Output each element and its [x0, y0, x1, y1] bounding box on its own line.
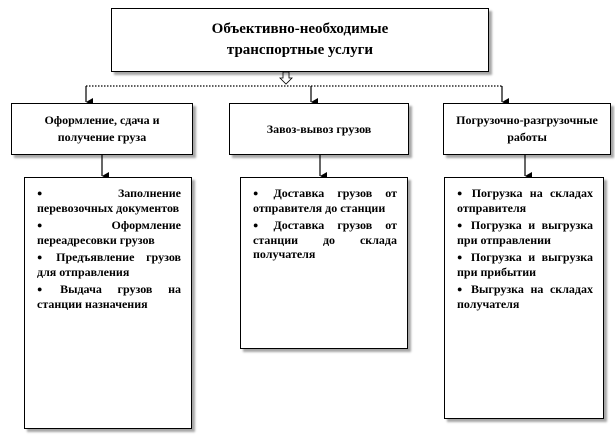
list-item: ●Погрузка и выгрузка при прибытии — [457, 250, 594, 279]
list-node-2: ●Доставка грузов от отправителя до станц… — [240, 177, 408, 349]
root-title-line-1: Объективно-необходимые — [211, 21, 389, 37]
list-item: ●Погрузка и выгрузка при отправлении — [457, 218, 594, 247]
category-node-2: Завоз-вывоз грузов — [229, 103, 409, 155]
list-node-1: ●Заполнение перевозочных документов ●Офо… — [24, 177, 192, 429]
category-node-1: Оформление, сдача и получение груза — [11, 103, 193, 155]
item-list: ●Заполнение перевозочных документов ●Офо… — [37, 186, 181, 311]
bullet-icon: ● — [37, 188, 113, 198]
list-item: ●Доставка грузов от станции до склада по… — [253, 218, 397, 261]
list-item: ●Выгрузка на складах получателя — [457, 282, 594, 311]
list-item: ●Доставка грузов от отправителя до станц… — [253, 186, 397, 215]
list-item: ●Погрузка на складах отправителя — [457, 186, 593, 215]
root-title-line-2: транспортные услуги — [226, 42, 374, 58]
item-list: ●Погрузка на складах отправителя ●Погруз… — [457, 186, 593, 311]
root-node: Объективно-необходимые транспортные услу… — [111, 8, 489, 72]
bullet-icon: ● — [37, 284, 56, 294]
bullet-icon: ● — [253, 188, 269, 198]
bullet-icon: ● — [253, 220, 269, 230]
bullet-icon: ● — [457, 220, 466, 230]
bullet-icon: ● — [457, 284, 467, 294]
list-item: ●Оформление переадресовки грузов — [37, 218, 181, 247]
list-node-3: ●Погрузка на складах отправителя ●Погруз… — [444, 177, 604, 419]
root-down-arrow — [279, 71, 293, 85]
bullet-icon: ● — [457, 188, 467, 198]
category-title: Завоз-вывоз грузов — [266, 121, 372, 136]
bullet-icon: ● — [37, 252, 52, 262]
bullet-icon: ● — [457, 252, 466, 262]
category-node-3: Погрузочно-разгрузочные работы — [443, 103, 611, 155]
list-item: ●Выдача грузов на станции назначения — [37, 282, 181, 311]
item-list: ●Доставка грузов от отправителя до станц… — [253, 186, 397, 262]
category-title: Оформление, сдача и получение груза — [44, 113, 160, 144]
category-title: Погрузочно-разгрузочные работы — [456, 113, 598, 144]
list-item: ●Предъявление грузов для отправления — [37, 250, 182, 279]
list-item: ●Заполнение перевозочных документов — [37, 186, 181, 215]
bullet-icon: ● — [37, 220, 107, 230]
